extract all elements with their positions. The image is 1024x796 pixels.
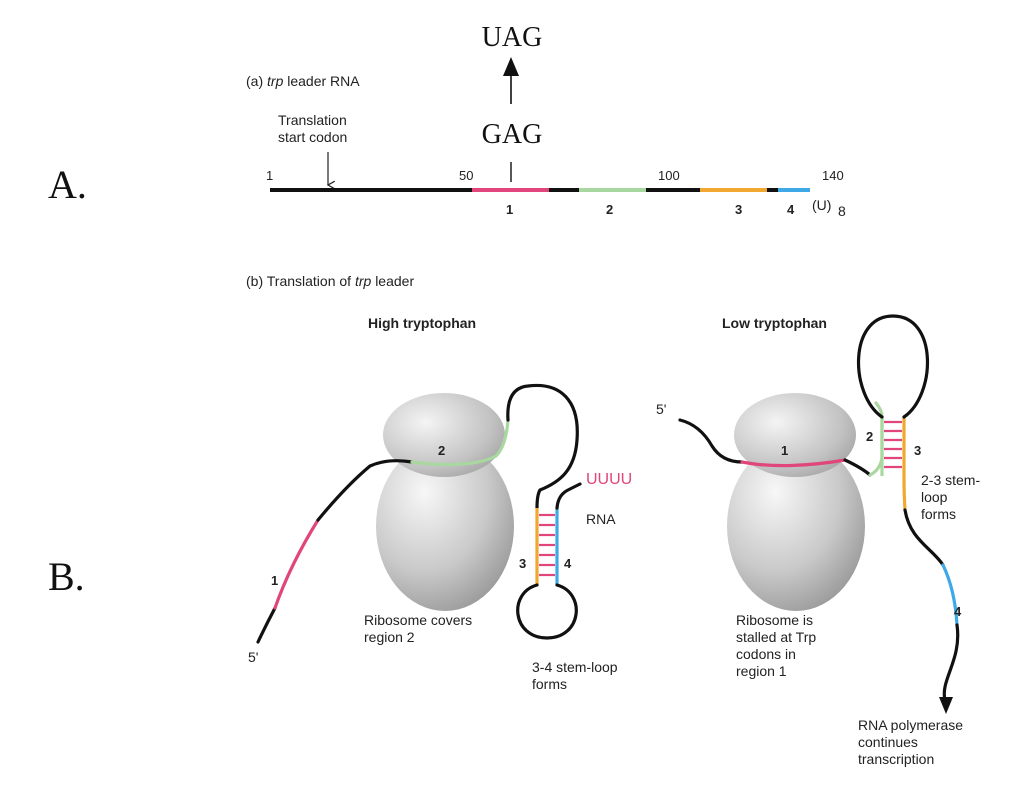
high-region-2-label: 2 [438,443,445,458]
high-region-2-strand [410,418,510,467]
low-region-4-strand [941,563,959,627]
low-tryptophan-heading: Low tryptophan [722,315,827,331]
low-region-4-label: 4 [954,604,962,619]
panel-letter-b: B. [48,554,85,599]
high-five-prime: 5' [248,649,258,665]
high-region-4-label: 4 [564,556,572,571]
position-50: 50 [459,168,473,183]
low-antiterminator-loop [856,314,930,419]
region-4-label: 4 [787,202,795,217]
high-stem-caption-1: 3-4 stem-loop [532,659,618,675]
stop-codon-uag: UAG [482,22,543,53]
high-region-1-strand [273,518,320,610]
poly-u-tail: (U) [812,197,831,213]
region-1-label: 1 [506,202,513,217]
ribosome-high-small-subunit [383,393,505,477]
ribosome-high [376,393,514,611]
low-region-3-label: 3 [914,443,921,458]
high-region-1-label: 1 [271,573,278,588]
low-polymerase-caption-1: RNA polymerase [858,717,963,733]
high-rna-tail [555,482,582,510]
low-stem-caption-2: loop [921,489,948,505]
low-ribosome-caption-2: stalled at Trp [736,629,816,645]
high-rna-strand [256,383,582,644]
high-ribosome-caption-1: Ribosome covers [364,612,472,628]
high-stem-caption-2: forms [532,676,567,692]
position-1: 1 [266,168,273,183]
high-ribosome-caption-2: region 2 [364,629,415,645]
low-stem-caption-1: 2-3 stem- [921,472,980,488]
low-ribosome-caption-1: Ribosome is [736,612,813,628]
region-3-label: 3 [735,202,742,217]
low-region-3-tail [902,475,907,511]
low-ribosome-caption-3: codons in [736,646,796,662]
mutation-arrow [503,57,519,104]
ribosome-low [727,393,865,611]
high-tryptophan-heading: High tryptophan [368,315,476,331]
position-140: 140 [822,168,844,183]
panel-a-title: (a) trp leader RNA [246,73,360,89]
high-rna-label: RNA [586,511,616,527]
position-100: 100 [658,168,680,183]
start-codon-label-1: Translation [278,112,347,128]
low-polymerase-arrowhead [939,697,953,714]
high-3-4-base-pairs [539,513,555,577]
low-polymerase-caption-2: continues [858,734,918,750]
low-stem-caption-3: forms [921,506,956,522]
high-terminator-loop [516,583,578,640]
low-region-1-label: 1 [781,443,788,458]
codon-gag: GAG [482,119,543,150]
poly-u-subscript: 8 [838,203,846,219]
ribosome-low-small-subunit [734,393,856,477]
high-uuuu-label: UUUU [586,471,632,488]
low-ribosome-caption-4: region 1 [736,663,787,679]
ribosome-low-large-subunit [727,441,865,611]
low-2-3-base-pairs [884,420,902,469]
low-polymerase-caption-3: transcription [858,751,934,767]
low-region-2-label: 2 [866,429,873,444]
ribosome-high-large-subunit [376,441,514,611]
panel-b-title: (b) Translation of trp leader [246,273,414,289]
low-rna-strand [678,314,960,714]
low-region-1-strand [740,458,847,468]
high-region-3-label: 3 [519,556,526,571]
start-codon-label-2: start codon [278,129,347,145]
low-five-prime: 5' [656,401,666,417]
panel-letter-a: A. [48,162,87,207]
region-2-label: 2 [606,202,613,217]
